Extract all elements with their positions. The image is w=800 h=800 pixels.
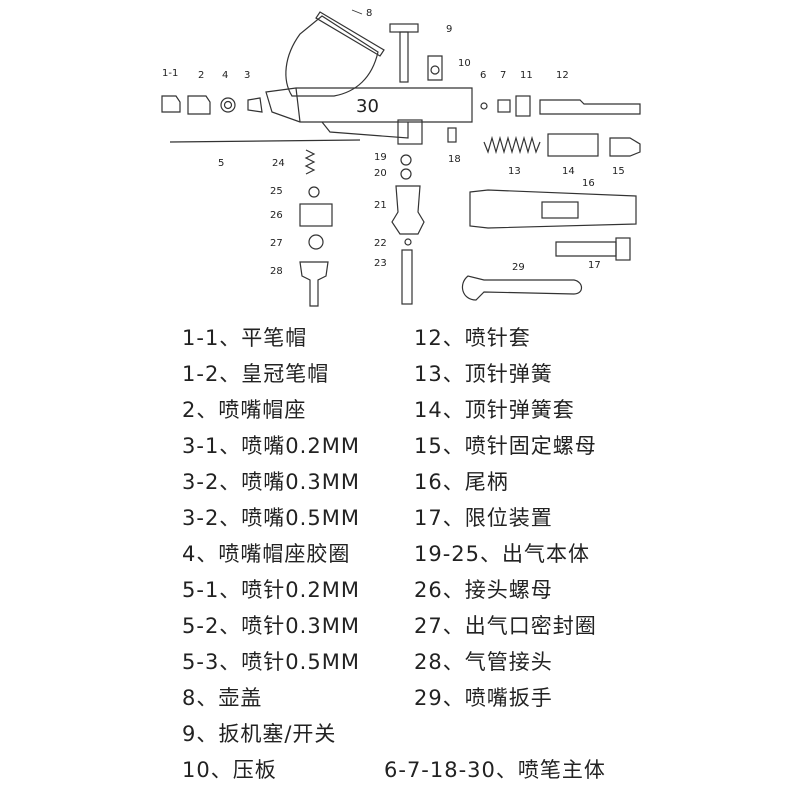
legend-item: 29、喷嘴扳手 xyxy=(414,686,553,710)
callout-18: 18 xyxy=(448,154,461,165)
legend-item: 16、尾柄 xyxy=(414,470,509,494)
airbrush-body: 30 xyxy=(265,87,473,145)
legend-item: 1-2、皇冠笔帽 xyxy=(182,362,330,386)
callout-24: 24 xyxy=(272,158,285,169)
legend-item: 5-1、喷针0.2MM xyxy=(182,578,360,602)
legend-item: 3-2、喷嘴0.3MM xyxy=(182,470,360,494)
callout-29: 29 xyxy=(512,262,525,273)
callout-3: 3 xyxy=(244,70,250,81)
legend-item: 3-2、喷嘴0.5MM xyxy=(182,506,360,530)
callout-12: 12 xyxy=(556,70,569,81)
callout-4: 4 xyxy=(222,70,228,81)
callout-25: 25 xyxy=(270,186,283,197)
legend-item: 10、压板 xyxy=(182,758,277,782)
callout-8: 8 xyxy=(366,8,372,19)
callout-labels: 8 9 10 1-1 2 4 3 6 7 11 12 5 18 13 14 15… xyxy=(162,8,625,277)
callout-17: 17 xyxy=(588,260,601,271)
legend-item: 5-3、喷针0.5MM xyxy=(182,650,360,674)
callout-11: 11 xyxy=(520,70,533,81)
legend-item: 1-1、平笔帽 xyxy=(182,326,308,350)
callout-10: 10 xyxy=(458,58,471,69)
exploded-view-drawing: 30 xyxy=(161,8,641,307)
legend-item: 15、喷针固定螺母 xyxy=(414,434,597,458)
callout-5: 5 xyxy=(218,158,224,169)
callout-21: 21 xyxy=(374,200,387,211)
air-valve-parts xyxy=(299,149,425,307)
legend-item: 28、气管接头 xyxy=(414,650,553,674)
body-number: 30 xyxy=(356,96,379,117)
handle-parts xyxy=(469,189,637,261)
legend-item: 6-7-18-30、喷笔主体 xyxy=(384,758,606,782)
legend-item: 14、顶针弹簧套 xyxy=(414,398,575,422)
legend-item: 3-1、喷嘴0.2MM xyxy=(182,434,360,458)
callout-2: 2 xyxy=(198,70,204,81)
callout-23: 23 xyxy=(374,258,387,269)
spring-assembly xyxy=(447,127,641,157)
callout-22: 22 xyxy=(374,238,387,249)
callout-27: 27 xyxy=(270,238,283,249)
legend-item: 13、顶针弹簧 xyxy=(414,362,553,386)
needle xyxy=(169,139,361,143)
nose-parts xyxy=(161,95,263,115)
legend-item: 19-25、出气本体 xyxy=(414,542,591,566)
legend-item: 27、出气口密封圈 xyxy=(414,614,597,638)
legend-item: 4、喷嘴帽座胶圈 xyxy=(182,542,351,566)
rear-small-parts xyxy=(480,95,641,117)
callout-28: 28 xyxy=(270,266,283,277)
callout-7: 7 xyxy=(500,70,506,81)
callout-19: 19 xyxy=(374,152,387,163)
legend-item: 12、喷针套 xyxy=(414,326,531,350)
legend-item: 17、限位装置 xyxy=(414,506,553,530)
paint-cup xyxy=(285,9,385,97)
callout-20: 20 xyxy=(374,168,387,179)
trigger-parts xyxy=(389,23,443,83)
callout-1-1: 1-1 xyxy=(162,68,178,79)
legend-item: 2、喷嘴帽座 xyxy=(182,398,307,422)
legend-item: 5-2、喷针0.3MM xyxy=(182,614,360,638)
callout-9: 9 xyxy=(446,24,452,35)
nozzle-wrench xyxy=(461,275,583,301)
callout-16: 16 xyxy=(582,178,595,189)
callout-26: 26 xyxy=(270,210,283,221)
legend-item: 8、壶盖 xyxy=(182,686,263,710)
callout-15: 15 xyxy=(612,166,625,177)
callout-6: 6 xyxy=(480,70,486,81)
callout-13: 13 xyxy=(508,166,521,177)
legend-item: 26、接头螺母 xyxy=(414,578,553,602)
legend-item: 9、扳机塞/开关 xyxy=(182,722,337,746)
callout-14: 14 xyxy=(562,166,575,177)
